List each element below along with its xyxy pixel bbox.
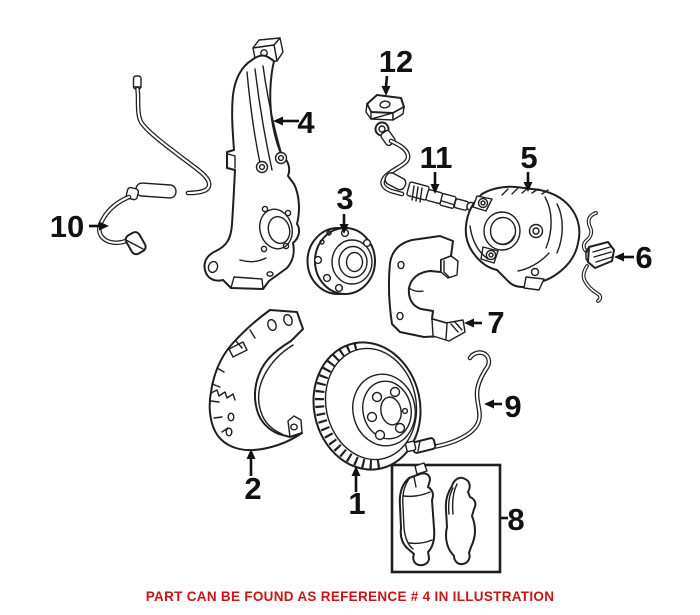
callout-7: 7: [464, 305, 505, 340]
callout-1-label: 1: [348, 486, 365, 521]
callout-12-label: 12: [379, 44, 413, 79]
callout-2-label: 2: [244, 471, 261, 506]
callout-8-label: 8: [507, 502, 524, 537]
brake-caliper-drawing: [464, 185, 581, 291]
callouts: 1 2 3 4 5: [50, 44, 653, 537]
steering-knuckle-drawing: [203, 37, 301, 290]
parts-illustration: 1 2 3 4 5: [50, 37, 653, 574]
callout-11-label: 11: [420, 140, 453, 175]
callout-2: 2: [244, 449, 262, 506]
callout-5: 5: [520, 140, 538, 192]
caliper-bracket-drawing: [387, 235, 466, 342]
wear-sensor-drawing: [404, 350, 492, 454]
callout-8: 8: [501, 502, 525, 537]
callout-11: 11: [420, 140, 453, 194]
callout-3: 3: [336, 181, 354, 234]
callout-5-label: 5: [520, 140, 537, 175]
abs-sensor-cable-drawing: [97, 75, 212, 256]
callout-10-label: 10: [50, 209, 84, 244]
anti-rattle-clip-drawing: [581, 211, 615, 303]
callout-6-label: 6: [635, 240, 652, 275]
callout-12: 12: [379, 44, 413, 96]
callout-3-label: 3: [336, 181, 353, 216]
brake-hose-drawing: [374, 121, 488, 215]
brake-pads-box-drawing: [390, 462, 502, 574]
callout-9-label: 9: [504, 389, 521, 424]
callout-1: 1: [348, 466, 366, 521]
splash-shield-drawing: [208, 309, 304, 452]
callout-4: 4: [273, 105, 315, 140]
wheel-hub-drawing: [306, 227, 376, 295]
callout-4-label: 4: [297, 105, 315, 140]
brake-rotor-drawing: [312, 341, 422, 471]
callout-9: 9: [484, 389, 522, 424]
callout-7-label: 7: [487, 305, 504, 340]
reference-caption: PART CAN BE FOUND AS REFERENCE # 4 IN IL…: [145, 589, 555, 604]
callout-10: 10: [50, 209, 109, 244]
hose-clamp-drawing: [365, 94, 405, 121]
callout-6: 6: [614, 240, 653, 275]
